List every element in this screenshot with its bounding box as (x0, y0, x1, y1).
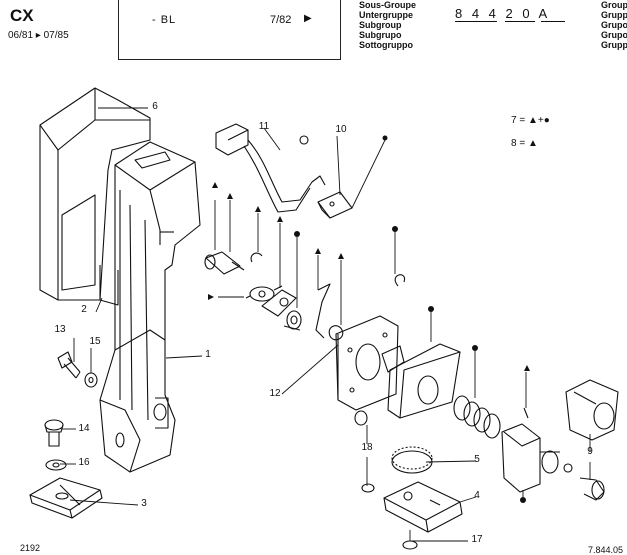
variant-code: - BL (152, 14, 177, 26)
reference-underline (505, 21, 535, 22)
callout-9: 9 (587, 446, 593, 457)
part-nut (45, 459, 67, 471)
callout-5: 5 (474, 454, 480, 465)
callout-18: 18 (361, 442, 373, 453)
part-wiring (215, 123, 326, 213)
part-lock-cylinder (501, 423, 560, 493)
part-key (579, 477, 605, 501)
part-spring-rod (315, 283, 331, 339)
part-ring (328, 325, 344, 341)
marker-symbols (208, 135, 530, 503)
subgroup-label-de: Untergruppe (359, 10, 413, 20)
part-lock-body (381, 343, 461, 419)
part-lock-barrel (565, 379, 619, 441)
part-washer (84, 372, 98, 388)
date-range: 06/81 ▸ 07/85 (8, 30, 69, 41)
part-collar (283, 310, 302, 331)
subgroup-label-es: Subgrupo (359, 30, 402, 40)
subgroup-reference: 8 4 4 2 0 A (455, 6, 551, 21)
part-o-rings (453, 395, 501, 439)
part-felt-washer (391, 446, 433, 474)
drawing-number: 2192 (20, 543, 41, 553)
subgroup-label-it: Sottogruppo (359, 40, 413, 50)
reference-underline (541, 21, 565, 22)
part-mount-bracket (383, 481, 463, 533)
part-pin (523, 407, 529, 419)
part-spring-clip (250, 252, 263, 263)
callout-4: 4 (474, 490, 480, 501)
leader-lines (60, 107, 591, 542)
callout-6: 6 (152, 101, 158, 112)
group-label-it: Grupp (601, 40, 627, 50)
part-lever-plate (261, 289, 297, 317)
callout-14: 14 (78, 423, 90, 434)
callout-16: 16 (78, 457, 90, 468)
part-small-pin (563, 463, 573, 473)
group-label-de: Grupp (601, 10, 627, 20)
part-flat-washer (361, 483, 375, 493)
part-bolt (44, 419, 64, 447)
subgroup-label-fr: Sous-Groupe (359, 0, 417, 10)
group-label-en: Grupo (601, 20, 627, 30)
callout-15: 15 (89, 336, 101, 347)
part-cam (245, 285, 283, 302)
legend-item-8: 8 = ▲ (511, 138, 538, 149)
part-bracket-10 (317, 191, 353, 219)
callout-2: 2 (81, 304, 87, 315)
arrow-right-icon: ▶ (304, 13, 312, 24)
callout-3: 3 (141, 498, 147, 509)
callout-12: 12 (269, 388, 281, 399)
callout-17: 17 (471, 534, 483, 545)
callout-10: 10 (335, 124, 347, 135)
part-lower-nut (402, 540, 418, 550)
page-reference: 7.844.05 (588, 545, 624, 555)
part-screw (57, 351, 81, 379)
part-switch-cylinder (204, 251, 245, 275)
part-circlip (394, 274, 406, 287)
group-label-es: Grupo (601, 30, 627, 40)
callout-11: 11 (258, 121, 270, 132)
part-column-housing (99, 141, 201, 473)
part-inner-bracket (99, 265, 119, 306)
valid-from-date: 7/82 (270, 14, 292, 26)
group-label-fr: Group (601, 0, 627, 10)
part-cover-shell (39, 87, 151, 301)
callout-13: 13 (54, 324, 66, 335)
subgroup-label-en: Subgroup (359, 20, 402, 30)
part-clamp (29, 477, 103, 519)
legend-item-7: 7 = ▲+● (511, 115, 550, 126)
header-box (118, 0, 341, 60)
part-small-washer (354, 410, 368, 426)
callout-1: 1 (205, 349, 211, 360)
model-code: CX (10, 6, 34, 25)
reference-underline (455, 21, 497, 22)
